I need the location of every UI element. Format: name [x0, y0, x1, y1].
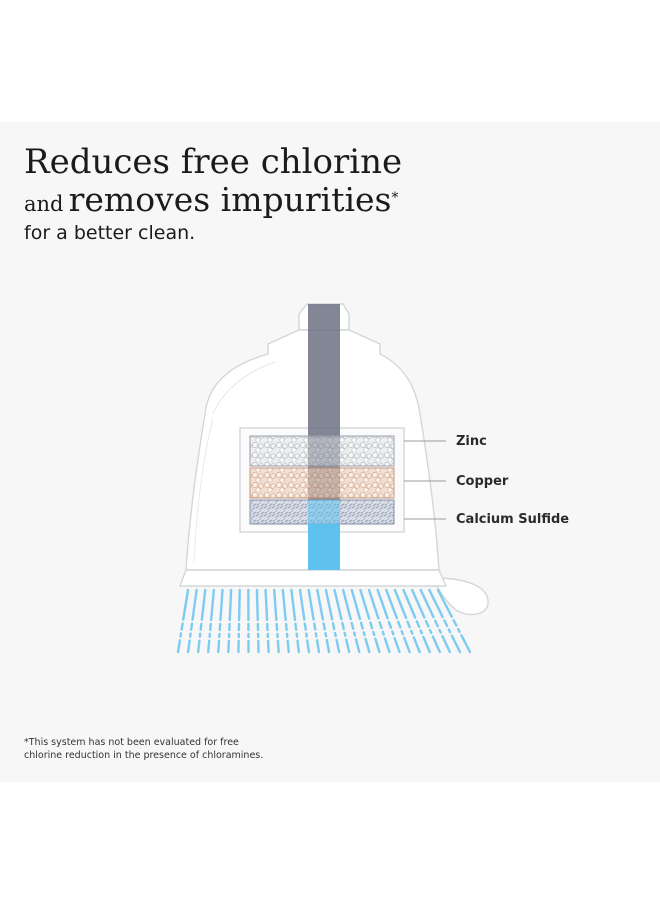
spray-stream: [393, 588, 421, 654]
spray-stream: [402, 588, 431, 654]
spray-stream: [333, 588, 351, 654]
spray-stream: [186, 588, 198, 654]
spray-stream: [255, 588, 260, 654]
headline-line-3: for a better clean.: [24, 222, 196, 244]
headline-line-2-prefix: and: [24, 192, 64, 216]
zinc-layer: [249, 435, 395, 467]
layer-label-copper: Copper: [456, 474, 509, 489]
spray-stream: [376, 588, 401, 654]
filtered-water: [308, 524, 340, 570]
spray-stream: [227, 588, 233, 654]
spray-stream: [316, 588, 331, 654]
shower-face-plate: [178, 569, 448, 587]
spray-stream: [385, 588, 411, 654]
headline-line-1: Reduces free chlorine: [24, 142, 403, 182]
headline-line-2: and removes impurities*: [24, 182, 402, 224]
spray-stream: [207, 588, 216, 654]
spray-stream: [419, 588, 452, 654]
spray-stream: [410, 588, 441, 654]
shower-handle: [435, 577, 489, 616]
spray-stream: [273, 588, 280, 654]
spray-stream: [176, 588, 190, 654]
spray-stream: [217, 588, 224, 654]
footnote: *This system has not been evaluated for …: [24, 736, 263, 762]
spray-stream: [298, 588, 311, 654]
layer-label-calcium-sulfide: Calcium Sulfide: [456, 512, 570, 527]
water-pipe: [308, 304, 340, 500]
asterisk-mark: *: [391, 190, 399, 206]
spray-stream: [324, 588, 341, 654]
spray-stream: [428, 588, 462, 654]
footnote-line-2: chlorine reduction in the presence of ch…: [24, 750, 264, 761]
spray-stream: [237, 588, 241, 654]
spray-stream: [307, 588, 321, 654]
spray-stream: [341, 588, 361, 654]
water-spray: [176, 588, 472, 654]
spray-stream: [436, 588, 472, 654]
footnote-line-1: *This system has not been evaluated for …: [24, 737, 239, 748]
headline-line-2-main: removes impurities: [68, 180, 392, 219]
spray-stream: [290, 588, 301, 654]
shower-head-diagram: [176, 303, 489, 654]
spray-stream: [350, 588, 371, 654]
copper-layer: [249, 467, 395, 499]
spray-stream: [281, 588, 290, 654]
headline: Reduces free chlorine and removes impuri…: [24, 142, 402, 224]
spray-stream: [367, 588, 391, 654]
layer-label-zinc: Zinc: [456, 434, 487, 449]
product-panel: Reduces free chlorine and removes impuri…: [0, 122, 660, 782]
spray-stream: [196, 588, 207, 654]
spray-stream: [359, 588, 381, 654]
spray-stream: [264, 588, 270, 654]
